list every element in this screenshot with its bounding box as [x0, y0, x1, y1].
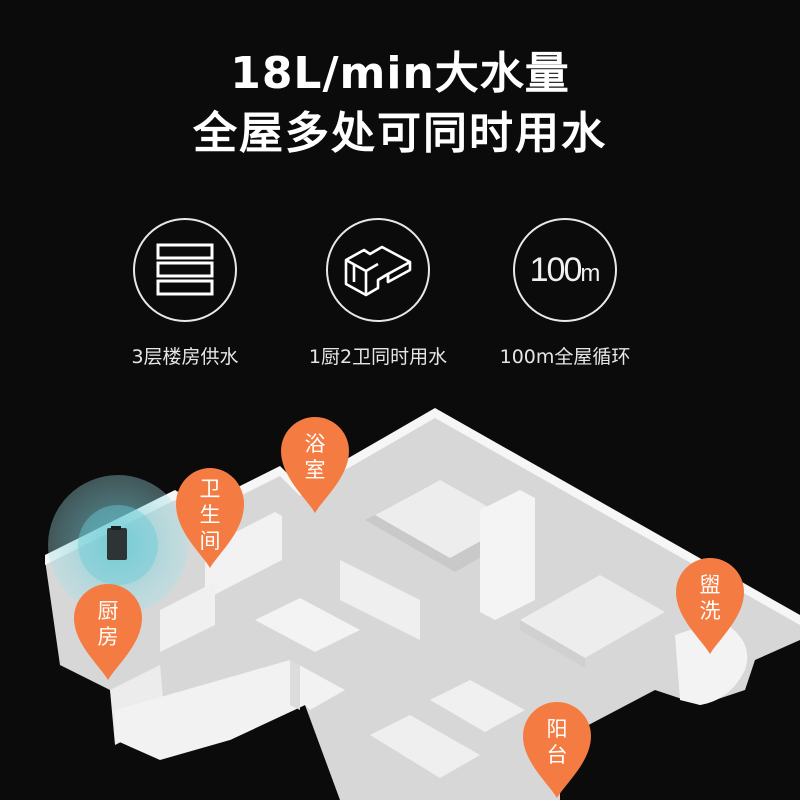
stacked-floors-icon — [156, 243, 214, 296]
feature-100m-circulation: 100m 100m全屋循环 — [485, 218, 645, 369]
location-pin-balcony: 阳台 — [521, 700, 593, 800]
pin-marker-icon — [74, 584, 142, 680]
interior-wall-toilet — [205, 512, 282, 596]
pin-label: 浴室 — [304, 432, 326, 482]
feature-caption: 3层楼房供水 — [131, 346, 239, 368]
pin-marker-icon — [523, 702, 591, 798]
feature-ring — [326, 218, 430, 322]
pin-marker-icon — [281, 417, 349, 513]
feature-caption: 1厨2卫同时用水 — [308, 346, 448, 368]
location-pin-kitchen: 厨房 — [72, 582, 144, 682]
distance-100m-icon: 100m — [530, 251, 601, 290]
kitchen-counter — [160, 582, 215, 652]
pin-label: 卫生间 — [199, 477, 221, 553]
location-pin-toilet: 卫生间 — [174, 466, 246, 568]
distance-unit: m — [580, 259, 601, 287]
sofa — [430, 680, 525, 732]
pin-marker-icon — [676, 558, 744, 654]
pin-marker-icon — [176, 468, 244, 568]
water-heater-device — [107, 528, 127, 560]
lower-left-room — [115, 660, 345, 760]
tv-console — [370, 715, 480, 778]
pin-label: 厨房 — [97, 599, 119, 649]
feature-kitchen-bathrooms: 1厨2卫同时用水 — [298, 218, 458, 369]
bed-2-side — [520, 620, 585, 668]
feature-three-floors: 3层楼房供水 — [105, 218, 265, 369]
water-heater-top — [111, 526, 121, 530]
pin-label: 盥洗 — [699, 573, 721, 623]
feature-ring — [133, 218, 237, 322]
location-pin-washroom: 盥洗 — [674, 556, 746, 656]
dining-table — [255, 598, 360, 652]
feature-caption: 100m全屋循环 — [499, 346, 631, 368]
headline-multi-point: 全屋多处可同时用水 — [193, 108, 607, 159]
feature-ring: 100m — [513, 218, 617, 322]
wardrobe-wall — [480, 490, 535, 620]
distance-number: 100 — [529, 250, 583, 289]
isometric-house-icon — [344, 245, 412, 297]
location-pin-bathroom: 浴室 — [279, 415, 351, 515]
headline-flow-rate: 18L/min大水量 — [230, 48, 570, 99]
bed-2 — [520, 575, 665, 658]
washroom-round-wall — [675, 620, 748, 705]
pin-label: 阳台 — [546, 717, 568, 767]
interior-wall-bath — [340, 560, 420, 640]
wall-edge — [290, 660, 300, 710]
